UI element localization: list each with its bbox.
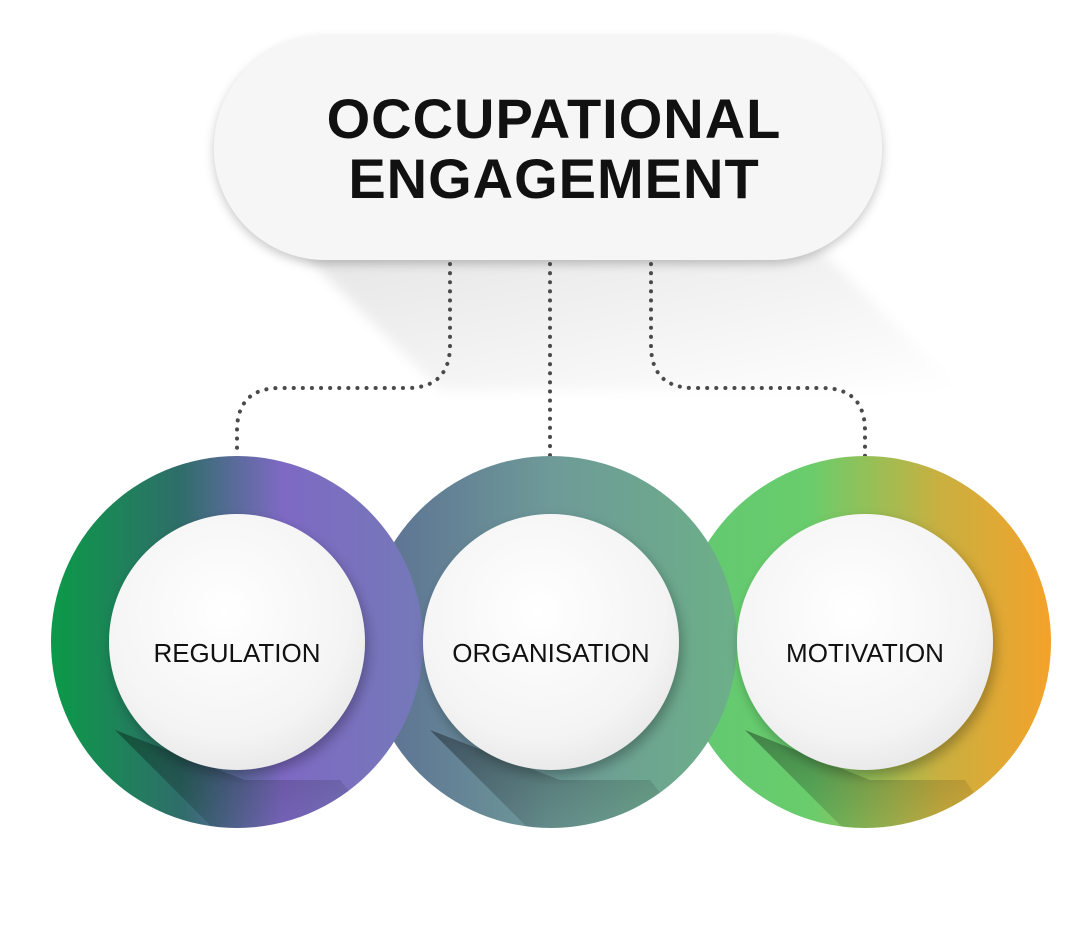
connector-regulation bbox=[235, 262, 452, 458]
node-organisation: ORGANISATION bbox=[423, 514, 679, 770]
disc-organisation bbox=[423, 514, 679, 770]
label-regulation: REGULATION bbox=[153, 638, 320, 668]
label-motivation: MOTIVATION bbox=[786, 638, 944, 668]
title-line-2: ENGAGEMENT bbox=[348, 147, 759, 210]
node-regulation: REGULATION bbox=[109, 514, 365, 770]
title-line-1: OCCUPATIONAL bbox=[327, 87, 782, 150]
disc-regulation bbox=[109, 514, 365, 770]
connector-motivation bbox=[649, 262, 867, 458]
disc-motivation bbox=[737, 514, 993, 770]
label-organisation: ORGANISATION bbox=[452, 638, 649, 668]
title-pill: OCCUPATIONAL ENGAGEMENT bbox=[214, 36, 960, 390]
connectors bbox=[235, 262, 867, 458]
node-motivation: MOTIVATION bbox=[737, 514, 993, 770]
